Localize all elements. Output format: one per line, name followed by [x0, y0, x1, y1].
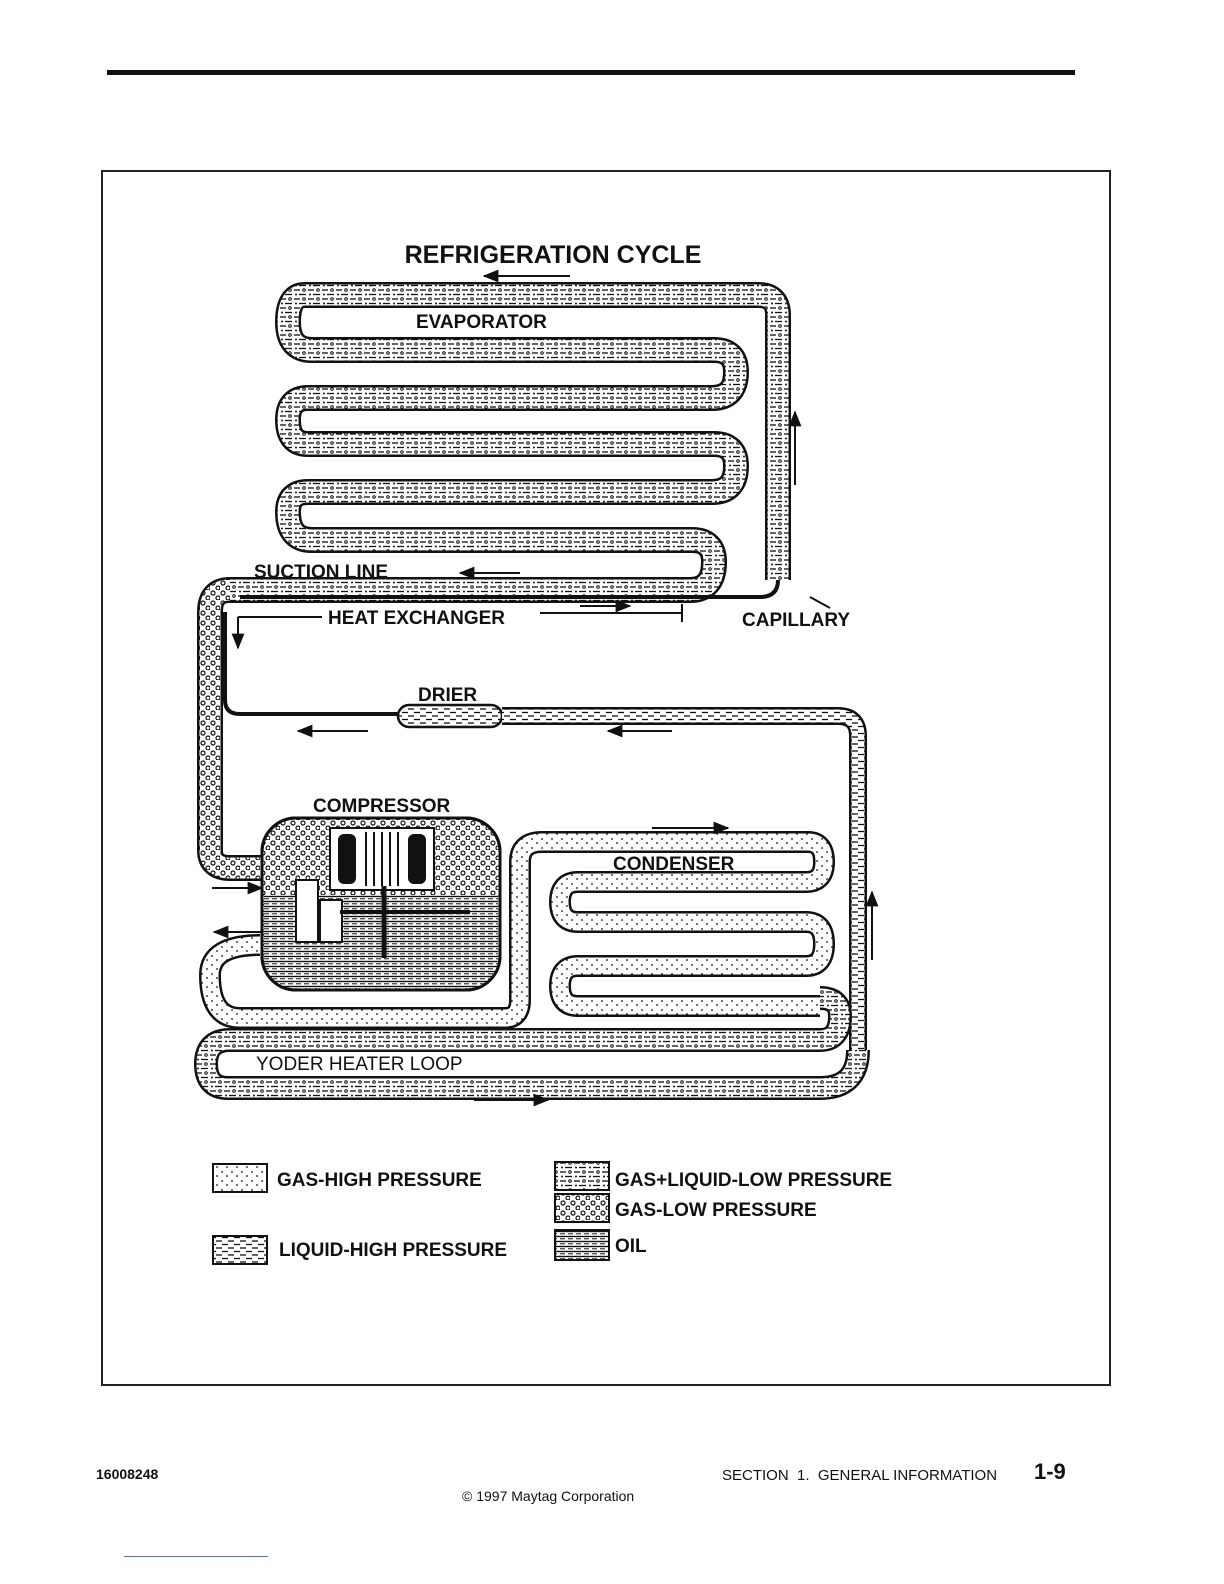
yoder-heater-loop-label: YODER HEATER LOOP: [256, 1054, 463, 1075]
diagram-title: REFRIGERATION CYCLE: [405, 241, 702, 269]
legend-swatch-gas-liquid-low-pressure: [555, 1162, 609, 1190]
capillary-label: CAPILLARY: [742, 610, 850, 631]
legend-label-liquid-high-pressure: LIQUID-HIGH PRESSURE: [279, 1240, 507, 1261]
condenser-label: CONDENSER: [613, 854, 735, 875]
page-number: 1-9: [1034, 1459, 1066, 1485]
legend-swatch-oil: [555, 1230, 609, 1260]
legend-swatch-liquid-high-pressure: [213, 1236, 267, 1264]
evaporator-coil: [230, 295, 778, 590]
drier-canister: [398, 705, 502, 727]
compressor: [262, 818, 500, 990]
section-title: SECTION 1. GENERAL INFORMATION: [722, 1467, 997, 1484]
evaporator-label: EVAPORATOR: [416, 312, 547, 333]
legend-label-gas-high-pressure: GAS-HIGH PRESSURE: [277, 1170, 482, 1191]
copyright: © 1997 Maytag Corporation: [462, 1488, 634, 1504]
document-number: 16008248: [96, 1466, 158, 1482]
legend-label-oil: OIL: [615, 1236, 647, 1257]
compressor-label: COMPRESSOR: [313, 796, 451, 817]
heat-exchanger-label: HEAT EXCHANGER: [328, 608, 505, 629]
legend-swatch-gas-high-pressure: [213, 1164, 267, 1192]
legend-label-gas-low-pressure: GAS-LOW PRESSURE: [615, 1200, 817, 1221]
suction-line-label: SUCTION LINE: [254, 562, 388, 583]
drier-label: DRIER: [418, 685, 477, 706]
legend: GAS-HIGH PRESSURE LIQUID-HIGH PRESSURE G…: [213, 1162, 892, 1264]
legend-label-gas-liquid-low-pressure: GAS+LIQUID-LOW PRESSURE: [615, 1170, 892, 1191]
legend-swatch-gas-low-pressure: [555, 1194, 609, 1222]
bottom-link-rule: [124, 1556, 268, 1557]
